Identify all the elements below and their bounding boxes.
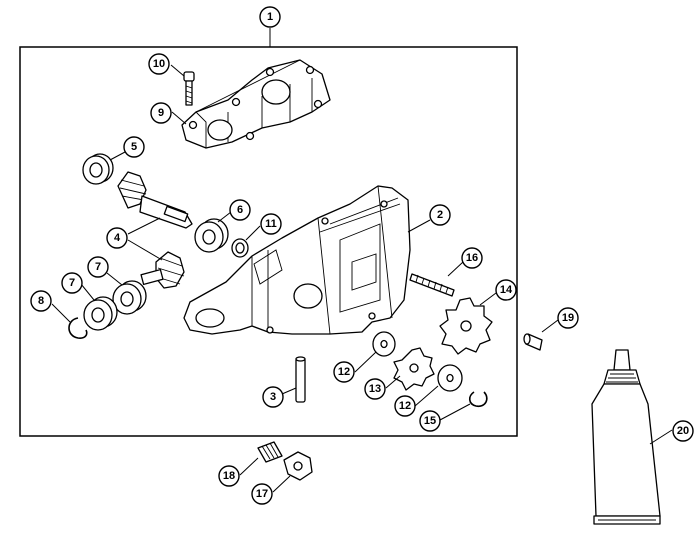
svg-text:13: 13 (369, 383, 381, 395)
bearing-middle (194, 218, 229, 253)
washer-lower (437, 364, 463, 392)
grease-tube (591, 349, 661, 525)
svg-text:4: 4 (114, 232, 121, 244)
svg-text:12: 12 (399, 400, 411, 412)
svg-text:1: 1 (267, 11, 273, 23)
callout-1: 1 (259, 6, 281, 28)
svg-text:16: 16 (466, 252, 478, 264)
pin-3 (295, 356, 306, 403)
nut-17 (283, 451, 313, 481)
callout-13: 13 (364, 378, 386, 400)
callout-17: 17 (251, 483, 273, 505)
callout-15: 15 (419, 410, 441, 432)
callout-10: 10 (148, 53, 170, 75)
callout-18: 18 (218, 465, 240, 487)
svg-text:12: 12 (338, 366, 350, 378)
stud-bolt (409, 273, 455, 297)
callout-6: 6 (229, 199, 251, 221)
callout-2: 2 (429, 204, 451, 226)
svg-text:6: 6 (237, 204, 243, 216)
callout-12-lower: 12 (394, 395, 416, 417)
gear-housing-cover (181, 59, 331, 149)
svg-text:17: 17 (256, 488, 268, 500)
svg-text:14: 14 (500, 284, 513, 296)
sprocket-small (393, 347, 435, 391)
callout-4: 4 (106, 227, 128, 249)
callout-7-right: 7 (87, 256, 109, 278)
svg-text:3: 3 (270, 391, 276, 403)
svg-text:18: 18 (223, 470, 235, 482)
svg-text:9: 9 (158, 107, 164, 119)
bearing-upper (82, 153, 114, 185)
svg-text:20: 20 (677, 425, 689, 437)
circlip-right (468, 391, 488, 408)
bevel-gear-shaft-upper (117, 171, 193, 229)
svg-text:11: 11 (265, 218, 277, 230)
assembly-frame (19, 46, 518, 437)
callout-3: 3 (262, 386, 284, 408)
callout-19: 19 (557, 307, 579, 329)
callout-9: 9 (150, 102, 172, 124)
svg-text:7: 7 (95, 261, 101, 273)
circlip-left (68, 317, 88, 339)
svg-text:19: 19 (562, 312, 574, 324)
callout-5: 5 (123, 136, 145, 158)
callout-12-upper: 12 (333, 361, 355, 383)
bevel-gear-lower (140, 251, 185, 289)
sleeve-19 (523, 333, 543, 351)
svg-text:7: 7 (69, 277, 75, 289)
svg-text:15: 15 (424, 415, 436, 427)
bearing-lower-left (83, 296, 118, 331)
grub-screw-18 (257, 441, 283, 463)
callout-16: 16 (461, 247, 483, 269)
svg-text:8: 8 (38, 295, 44, 307)
callout-8: 8 (30, 290, 52, 312)
sprocket-large (439, 297, 493, 355)
callout-11: 11 (260, 213, 282, 235)
callout-14: 14 (495, 279, 517, 301)
spacer-ring (231, 238, 249, 258)
svg-text:5: 5 (131, 141, 137, 153)
bearing-lower-right (112, 280, 147, 315)
washer-upper (372, 331, 396, 357)
svg-text:10: 10 (153, 58, 165, 70)
callout-20: 20 (672, 420, 694, 442)
screw-top (183, 71, 195, 106)
callout-7-left: 7 (61, 272, 83, 294)
gear-housing (183, 185, 411, 335)
svg-text:2: 2 (437, 209, 443, 221)
